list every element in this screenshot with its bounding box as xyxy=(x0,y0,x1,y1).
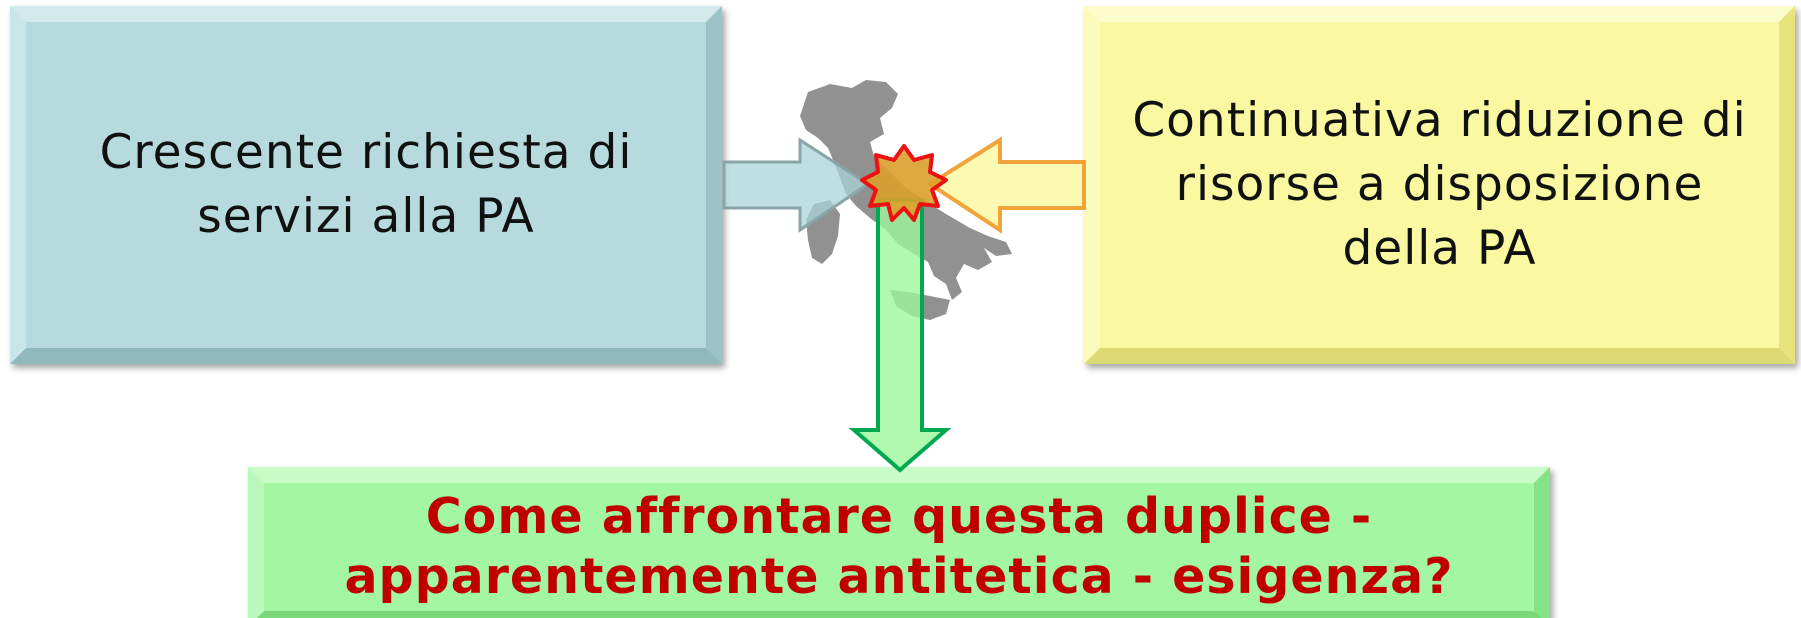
resources-box: Continuativa riduzione di risorse a disp… xyxy=(1084,6,1795,364)
question-box: Come affrontare questa duplice - apparen… xyxy=(248,467,1550,618)
question-text: Come affrontare questa duplice - apparen… xyxy=(344,488,1454,605)
left-arrow xyxy=(722,137,871,233)
demand-text: Crescente richiesta di servizi alla PA xyxy=(99,125,633,244)
right-arrow xyxy=(926,136,1086,234)
italy-map-icon xyxy=(800,80,1012,320)
demand-box: Crescente richiesta di servizi alla PA xyxy=(10,6,722,364)
down-arrow xyxy=(848,198,952,473)
collision-burst-icon xyxy=(860,144,948,222)
resources-text: Continuativa riduzione di risorse a disp… xyxy=(1132,93,1747,276)
